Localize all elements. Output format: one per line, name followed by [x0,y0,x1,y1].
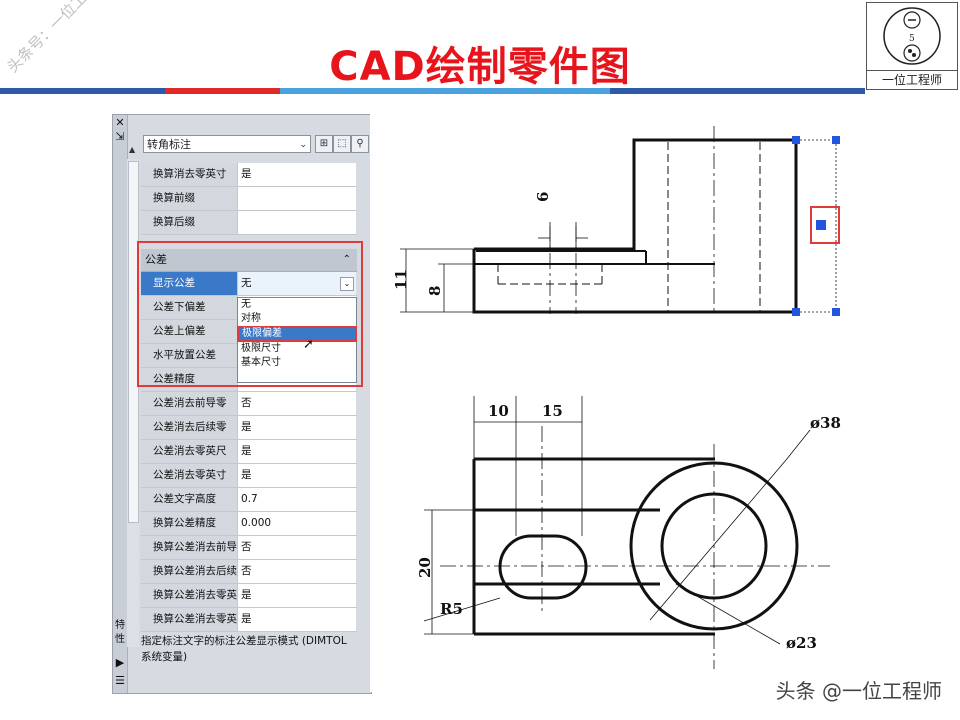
brand-logo-icon: 5 [883,7,941,65]
collapse-icon[interactable]: ⌃ [342,254,351,265]
settings-icon[interactable]: ☰ [115,674,125,687]
property-value-text: 无 [241,277,252,289]
property-key: 公差下偏差 [141,296,238,319]
property-value[interactable]: 是 [238,440,356,463]
dim-label: 20 [416,557,434,578]
property-description: 指定标注文字的标注公差显示模式 (DIMTOL 系统变量) [141,635,347,663]
property-row[interactable]: 公差文字高度 0.7 [141,488,357,512]
property-row[interactable]: 换算前缀 [141,187,357,211]
property-key: 换算公差消去后续零 [141,560,238,583]
property-row[interactable]: 换算公差消去前导零 否 [141,536,357,560]
dropdown-option[interactable]: 极限尺寸 [241,343,281,354]
property-value[interactable]: 0.000 [238,512,356,535]
property-key: 公差消去前导零 [141,392,238,415]
property-key: 换算公差消去零英尺 [141,584,238,607]
dim-label: ø38 [810,414,841,432]
property-value[interactable]: 是 [238,163,356,186]
property-row[interactable]: 换算后缀 [141,211,357,235]
property-value[interactable]: 0.7 [238,488,356,511]
properties-menu-icon[interactable]: ▶ [115,656,125,669]
property-key: 水平放置公差 [141,344,238,367]
property-value[interactable] [238,211,356,234]
property-row[interactable]: 换算公差消去后续零 否 [141,560,357,584]
brand-logo: 5 一位工程师 [866,2,958,90]
property-key: 公差消去零英寸 [141,464,238,487]
select-objects-button[interactable]: ⬚ [333,135,351,153]
properties-palette: ✕ ⇲ 特性 ▶ ☰ 转角标注 ⌄ ⊞ ⬚ ⚲ ▲ 换算消去零英寸 是 换算前缀… [112,114,372,694]
property-key: 换算公差消去零英寸 [141,608,238,631]
dropdown-option-highlighted[interactable]: 极限偏差 [237,326,357,342]
object-type-select[interactable]: 转角标注 ⌄ [143,135,311,153]
front-view-outline [472,138,798,314]
logo-caption: 一位工程师 [867,70,957,89]
slide-title: CAD绘制零件图 [329,44,631,90]
dim-label: 10 [488,402,509,420]
property-key: 公差消去零英尺 [141,440,238,463]
dim-label: 11 [392,269,410,290]
property-value[interactable] [238,187,356,210]
part-drawing: 6 11 8 10 15 ø38 20 R5 ø23 [392,126,841,669]
property-key: 换算公差精度 [141,512,238,535]
title-divider-bar [280,88,610,94]
property-value[interactable]: 否 [238,392,356,415]
scroll-up-icon[interactable]: ▲ [129,145,136,154]
property-key: 换算消去零英寸 [141,163,238,186]
tolerance-dropdown-list[interactable]: 无 对称 极限偏差 极限尺寸 基本尺寸 [237,297,357,383]
property-row[interactable]: 公差消去零英尺 是 [141,440,357,464]
property-value[interactable]: 否 [238,536,356,559]
property-row[interactable]: 换算公差消去零英尺 是 [141,584,357,608]
chevron-down-icon: ⌄ [299,140,307,150]
toggle-pickadd-button[interactable]: ⊞ [315,135,333,153]
dim-label: ø23 [786,634,817,652]
property-value[interactable]: 否 [238,560,356,583]
property-row[interactable]: 公差消去零英寸 是 [141,464,357,488]
category-header-tolerance[interactable]: 公差 ⌃ [141,249,357,272]
cad-drawing-area[interactable]: 6 11 8 10 15 ø38 20 R5 ø23 [370,114,850,692]
dim-label: 8 [426,286,444,296]
property-key: 换算公差消去前导零 [141,536,238,559]
title-divider-bar [165,88,280,94]
chevron-down-icon[interactable]: ⌄ [340,277,354,291]
property-row[interactable]: 换算公差精度 0.000 [141,512,357,536]
property-key: 显示公差 [141,272,238,295]
svg-text:5: 5 [909,34,915,44]
property-key: 公差上偏差 [141,320,238,343]
title-divider-bar [610,88,865,94]
scrollbar-thumb[interactable] [128,161,139,523]
property-row[interactable]: 公差消去后续零 是 [141,416,357,440]
property-value[interactable]: 是 [238,608,356,631]
property-key: 公差消去后续零 [141,416,238,439]
property-key: 换算后缀 [141,211,238,234]
palette-title-label: 特性 [115,620,125,645]
property-key: 换算前缀 [141,187,238,210]
property-key: 公差文字高度 [141,488,238,511]
mouse-cursor-icon: ➚ [303,337,314,352]
category-label: 公差 [145,253,167,266]
property-value[interactable]: 是 [238,464,356,487]
dropdown-option[interactable]: 无 [241,299,251,310]
property-value[interactable]: 是 [238,416,356,439]
pin-icon[interactable]: ⇲ [115,130,125,143]
property-key: 公差精度 [141,368,238,391]
quick-select-button[interactable]: ⚲ [351,135,369,153]
title-divider-bar [0,88,165,94]
object-type-value: 转角标注 [147,138,191,151]
property-row[interactable]: 换算公差消去零英寸 是 [141,608,357,632]
dropdown-option[interactable]: 对称 [241,313,261,324]
close-icon[interactable]: ✕ [115,116,125,129]
palette-scrollbar[interactable]: ▲ [127,145,139,647]
palette-title-strip: ✕ ⇲ 特性 ▶ ☰ [113,115,128,693]
dim-label: R5 [440,600,463,618]
property-grid: 换算消去零英寸 是 换算前缀 换算后缀 公差 ⌃ 显示公差 无⌄ 公差下偏差 公… [141,163,357,632]
property-value[interactable]: 无⌄ [238,272,356,295]
footer-watermark: 头条 @一位工程师 [775,679,942,703]
dim-label: 15 [542,402,563,420]
property-row[interactable]: 公差消去前导零 否 [141,392,357,416]
dim-label: 6 [534,192,552,202]
property-value[interactable]: 是 [238,584,356,607]
dropdown-option[interactable]: 基本尺寸 [241,357,281,368]
property-row[interactable]: 换算消去零英寸 是 [141,163,357,187]
property-row-show-tolerance[interactable]: 显示公差 无⌄ [141,272,357,296]
